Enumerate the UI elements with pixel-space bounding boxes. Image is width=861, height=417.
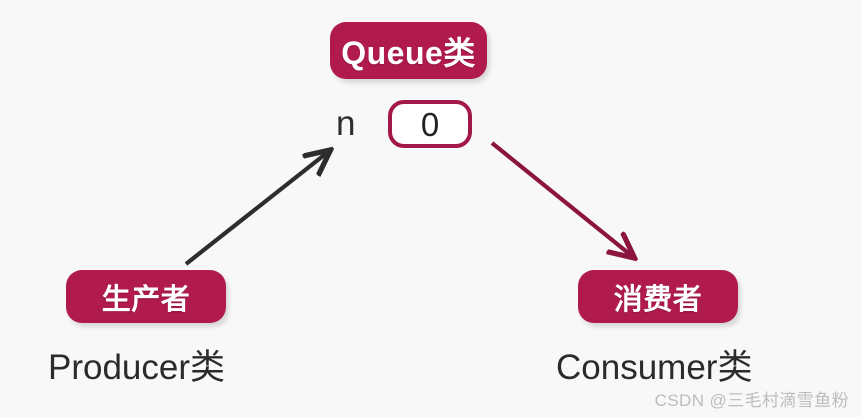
node-consumer-badge[interactable]: 消费者 (578, 270, 738, 323)
node-producer-badge-label: 生产者 (101, 283, 191, 316)
node-producer-badge[interactable]: 生产者 (66, 270, 226, 323)
arrow-producer-to-queue (184, 152, 328, 266)
node-consumer-badge-label: 消费者 (613, 283, 703, 316)
queue-counter-value: 0 (420, 105, 440, 143)
csdn-watermark: CSDN @三毛村滴雪鱼粉 (654, 391, 849, 410)
queue-counter-group: n 0 (336, 98, 481, 150)
node-producer-caption: Producer类 (48, 348, 226, 387)
node-consumer-caption: Consumer类 (556, 348, 753, 387)
queue-counter-variable-label: n (336, 104, 356, 143)
queue-counter-value-box[interactable]: 0 (388, 100, 472, 148)
node-queue-badge-label: Queue类 (341, 34, 476, 71)
arrow-queue-to-consumer (490, 141, 632, 256)
node-queue-badge[interactable]: Queue类 (330, 22, 487, 79)
